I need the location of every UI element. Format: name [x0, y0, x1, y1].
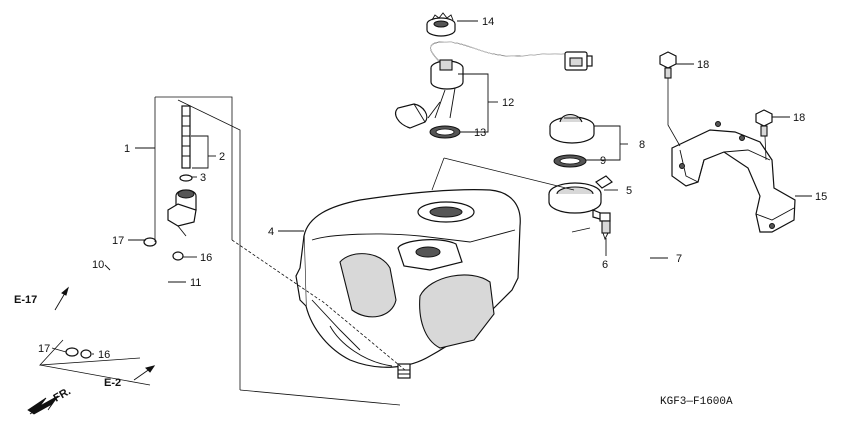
- callout-16-bottom: 16: [98, 349, 110, 361]
- part-13-seal: [429, 125, 461, 139]
- callout-13: 13: [474, 127, 486, 139]
- part-6-fitting: [599, 212, 611, 241]
- part-11-fuel-hose: [92, 258, 180, 350]
- callout-11: 11: [190, 277, 201, 289]
- diagram-code: KGF3—F1600A: [660, 396, 733, 408]
- part-17-clip-bottom: [65, 347, 79, 357]
- part-7-breather-tube: [616, 228, 653, 316]
- part-16-clip-top: [172, 251, 184, 261]
- callout-6: 6: [602, 259, 608, 271]
- callout-18-right: 18: [793, 112, 805, 124]
- callout-9: 9: [600, 155, 606, 167]
- callout-10: 10: [92, 259, 104, 271]
- part-1-fuel-cock: [167, 105, 197, 237]
- callout-5: 5: [626, 185, 632, 197]
- part-12-fuel-pump: [395, 41, 593, 129]
- ref-e2-label: E-2: [104, 377, 121, 389]
- part-18-bolt-a: [659, 51, 677, 79]
- callout-labels: 1 2 3 4 5 6 7 8 9 10 11 12 13 14 15 16 1…: [38, 16, 827, 361]
- part-16-clip-bottom: [80, 349, 92, 359]
- callout-15: 15: [815, 191, 827, 203]
- part-17-clip-top: [143, 237, 157, 247]
- part-14-lock-ring: [426, 12, 456, 37]
- callout-16-top: 16: [200, 252, 212, 264]
- part-9-gasket: [553, 154, 587, 168]
- callout-2: 2: [219, 151, 225, 163]
- callout-1: 1: [124, 143, 130, 155]
- part-15-bracket: [671, 121, 796, 233]
- callout-17-top: 17: [112, 235, 124, 247]
- part-5-filler-holder: [548, 175, 613, 221]
- part-18-bolt-b: [755, 109, 773, 137]
- callout-7: 7: [676, 253, 682, 265]
- callout-3: 3: [200, 172, 206, 184]
- front-direction-arrow: [27, 395, 59, 415]
- front-direction-label: FR.: [52, 385, 73, 404]
- callout-4: 4: [268, 226, 274, 238]
- ref-e17-label: E-17: [14, 294, 37, 306]
- callout-18-top: 18: [697, 59, 709, 71]
- callout-8: 8: [639, 139, 645, 151]
- part-10-fuel-hose: [64, 252, 152, 324]
- part-8-filler-cap: [549, 113, 595, 144]
- ref-e17-arrow: [54, 286, 69, 311]
- callout-14: 14: [482, 16, 494, 28]
- ref-e2-arrow: [133, 365, 156, 381]
- callout-17-bottom: 17: [38, 343, 50, 355]
- callout-leaders: [51, 20, 812, 355]
- callout-12: 12: [502, 97, 514, 109]
- assembly-frames: [39, 78, 767, 406]
- part-4-fuel-tank: [295, 189, 521, 379]
